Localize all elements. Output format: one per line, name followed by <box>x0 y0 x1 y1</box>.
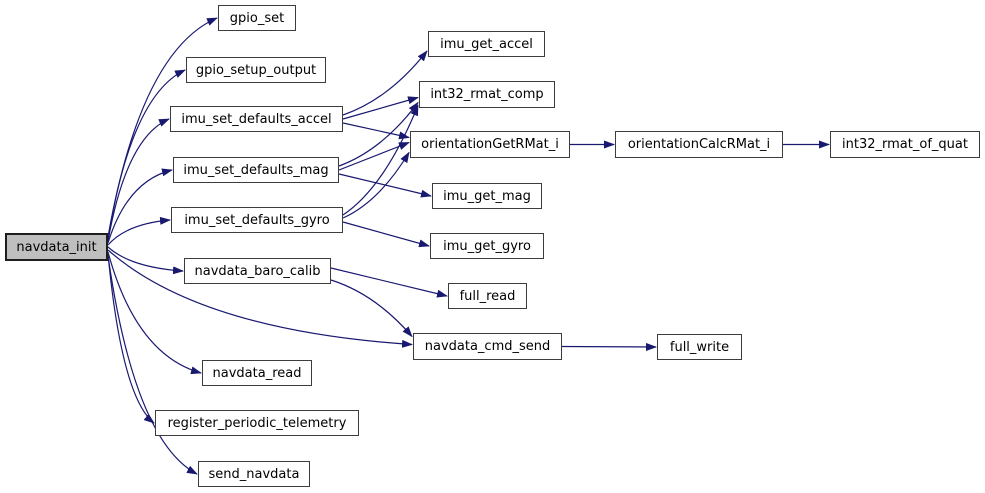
graph-node-orientationGetRMat_i[interactable]: orientationGetRMat_i <box>410 131 570 158</box>
graph-node-imu_get_gyro[interactable]: imu_get_gyro <box>430 233 544 259</box>
call-edge-navdata_init-to-gpio_setup_output <box>107 69 186 240</box>
graph-node-register_periodic_telemetry[interactable]: register_periodic_telemetry <box>155 410 359 436</box>
graph-node-navdata_init: navdata_init <box>5 233 108 261</box>
graph-node-navdata_baro_calib[interactable]: navdata_baro_calib <box>184 258 331 284</box>
graph-node-gpio_set[interactable]: gpio_set <box>218 5 296 31</box>
call-edge-imu_set_defaults_accel-to-imu_get_accel <box>342 50 428 116</box>
graph-node-navdata_read[interactable]: navdata_read <box>202 360 312 386</box>
call-edge-navdata_init-to-imu_set_defaults_gyro <box>107 216 171 246</box>
call-edge-navdata_init-to-register_periodic_telemetry <box>107 253 155 424</box>
graph-node-imu_get_mag[interactable]: imu_get_mag <box>432 183 542 209</box>
call-edge-imu_set_defaults_mag-to-orientationGetRMat_i <box>338 141 410 171</box>
call-edge-imu_set_defaults_gyro-to-imu_get_gyro <box>342 221 430 248</box>
call-edge-navdata_init-to-imu_set_defaults_mag <box>107 168 173 244</box>
graph-node-imu_set_defaults_gyro[interactable]: imu_set_defaults_gyro <box>171 207 343 233</box>
graph-node-gpio_setup_output[interactable]: gpio_setup_output <box>186 57 326 83</box>
graph-node-full_write[interactable]: full_write <box>657 334 742 360</box>
graph-node-orientationCalcRMat_i[interactable]: orientationCalcRMat_i <box>615 131 783 158</box>
graph-node-imu_get_accel[interactable]: imu_get_accel <box>428 31 545 57</box>
call-edge-navdata_init-to-navdata_read <box>107 251 202 375</box>
graph-node-send_navdata[interactable]: send_navdata <box>198 461 310 487</box>
call-edge-navdata_init-to-send_navdata <box>107 255 198 475</box>
call-edge-imu_set_defaults_accel-to-orientationGetRMat_i <box>342 122 410 140</box>
call-edge-navdata_cmd_send-to-full_write <box>561 342 657 351</box>
call-edge-navdata_init-to-navdata_baro_calib <box>107 246 184 275</box>
call-edge-navdata_baro_calib-to-navdata_cmd_send <box>330 279 413 338</box>
call-edge-imu_set_defaults_gyro-to-int32_rmat_comp <box>342 104 419 216</box>
graph-node-imu_set_defaults_mag[interactable]: imu_set_defaults_mag <box>173 157 339 183</box>
call-edge-imu_set_defaults_accel-to-int32_rmat_comp <box>342 96 419 120</box>
graph-node-imu_set_defaults_accel[interactable]: imu_set_defaults_accel <box>170 106 343 132</box>
call-edge-imu_set_defaults_mag-to-int32_rmat_comp <box>338 101 419 167</box>
graph-node-int32_rmat_comp[interactable]: int32_rmat_comp <box>419 81 555 108</box>
call-edge-navdata_init-to-navdata_cmd_send <box>107 249 413 348</box>
call-edge-navdata_init-to-imu_set_defaults_accel <box>107 118 170 242</box>
graph-node-int32_rmat_of_quat[interactable]: int32_rmat_of_quat <box>830 131 980 158</box>
graph-node-navdata_cmd_send[interactable]: navdata_cmd_send <box>413 333 562 360</box>
call-edge-navdata_baro_calib-to-full_read <box>330 267 448 298</box>
graph-node-full_read[interactable]: full_read <box>448 283 527 309</box>
call-edge-imu_set_defaults_gyro-to-orientationGetRMat_i <box>342 151 410 219</box>
